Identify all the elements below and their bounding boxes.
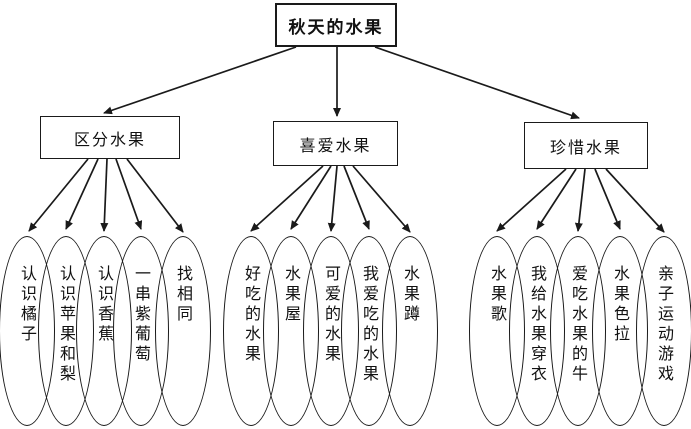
- leaf-label: 水果蹲: [401, 265, 420, 325]
- branch-label: 珍惜水果: [549, 137, 622, 157]
- leaf-node: 找相同: [155, 236, 211, 426]
- leaf-node: 水果蹲: [382, 236, 438, 426]
- root-topic-box: 秋天的水果: [275, 3, 397, 47]
- leaf-label: 认识苹果和梨: [57, 265, 76, 385]
- leaf-label: 找相同: [174, 265, 193, 325]
- leaf-node: 亲子运动游戏: [636, 236, 691, 426]
- branch-love-fruit: 喜爱水果: [273, 121, 398, 166]
- leaf-label: 我爱吃的水果: [360, 265, 379, 385]
- branch-label: 喜爱水果: [299, 135, 372, 155]
- leaf-label: 好吃的水果: [242, 265, 261, 365]
- leaf-label: 认识香蕉: [95, 265, 114, 345]
- branch-distinguish-fruit: 区分水果: [40, 116, 180, 159]
- branch-cherish-fruit: 珍惜水果: [524, 122, 648, 169]
- leaf-label: 一串紫葡萄: [132, 265, 151, 365]
- leaf-label: 水果色拉: [611, 265, 630, 345]
- leaf-label: 水果屋: [282, 265, 301, 325]
- leaf-label: 可爱的水果: [322, 265, 341, 365]
- root-topic-label: 秋天的水果: [288, 17, 384, 38]
- leaf-label: 我给水果穿衣: [528, 265, 547, 385]
- leaf-label: 亲子运动游戏: [655, 265, 674, 385]
- leaf-label: 爱吃水果的牛: [569, 265, 588, 385]
- leaf-label: 认识橘子: [18, 265, 37, 345]
- leaf-label: 水果歌: [488, 265, 507, 325]
- branch-label: 区分水果: [73, 129, 146, 149]
